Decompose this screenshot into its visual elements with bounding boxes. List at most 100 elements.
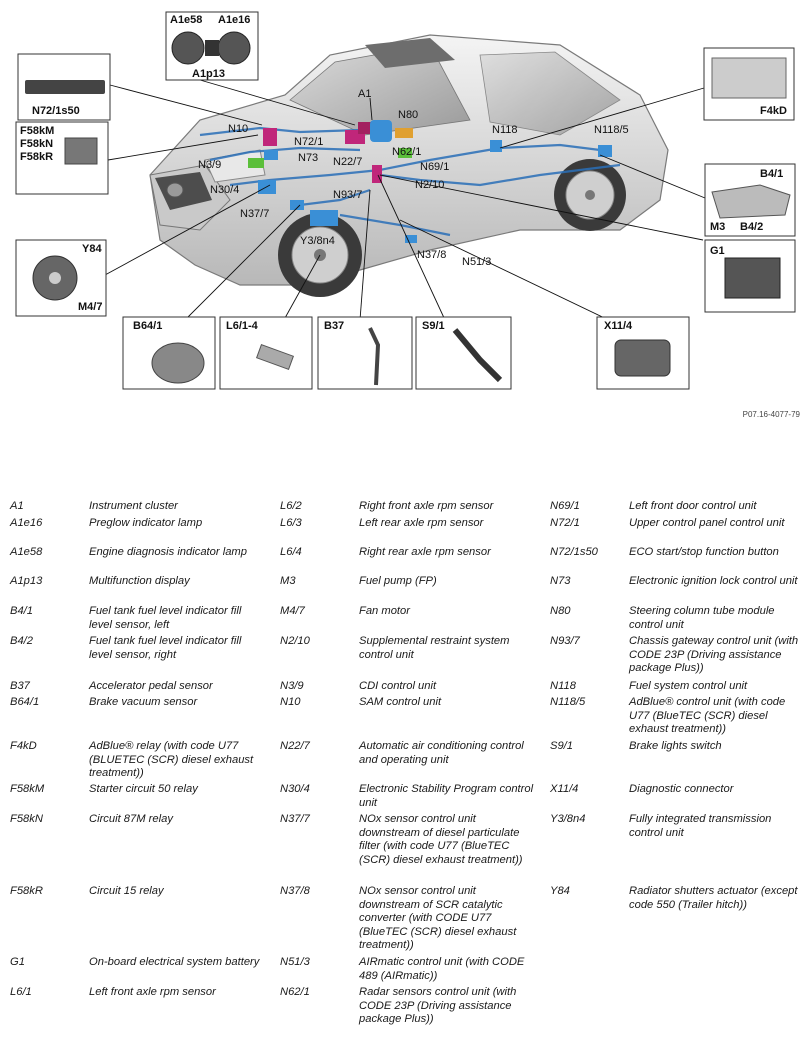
svg-text:F58kR: F58kR <box>20 151 53 163</box>
legend-description: Upper control panel control unit <box>629 517 785 529</box>
legend-code: N10 <box>280 696 301 708</box>
legend-code: B4/1 <box>10 605 34 617</box>
svg-text:A1e16: A1e16 <box>218 14 250 26</box>
legend-code: L6/3 <box>280 517 302 529</box>
legend-code: N30/4 <box>280 783 310 795</box>
svg-text:N93/7: N93/7 <box>333 189 362 201</box>
legend-description: Fully integrated transmission control un… <box>629 813 772 839</box>
svg-text:M3: M3 <box>710 221 725 233</box>
legend-code: B37 <box>10 680 30 692</box>
svg-text:N118/5: N118/5 <box>594 124 629 136</box>
legend-description: Fuel tank fuel level indicator fill leve… <box>89 635 242 661</box>
legend-description: Radar sensors control unit (with CODE 23… <box>359 986 517 1025</box>
svg-text:N51/3: N51/3 <box>462 256 491 268</box>
svg-text:F58kM: F58kM <box>20 125 54 137</box>
legend-code: A1p13 <box>10 575 43 587</box>
legend-description: Automatic air conditioning control and o… <box>359 740 524 766</box>
legend-code: X11/4 <box>550 783 579 795</box>
legend-code: N2/10 <box>280 635 310 647</box>
svg-text:N118: N118 <box>492 124 517 136</box>
inset-relays <box>15 121 109 195</box>
svg-text:N30/4: N30/4 <box>210 184 239 196</box>
legend-description: Fuel tank fuel level indicator fill leve… <box>89 605 242 631</box>
legend-code: N72/1 <box>550 517 580 529</box>
legend-code: N80 <box>550 605 571 617</box>
legend-code: S9/1 <box>550 740 574 752</box>
legend-code: N73 <box>550 575 571 587</box>
legend-code: N22/7 <box>280 740 310 752</box>
legend-description: NOx sensor control unit downstream of di… <box>359 813 523 866</box>
svg-text:B4/2: B4/2 <box>740 221 763 233</box>
svg-text:Y3/8n4: Y3/8n4 <box>300 235 335 247</box>
vehicle-illustration <box>149 34 669 297</box>
legend-code: N37/7 <box>280 813 310 825</box>
legend-description: AdBlue® control unit (with code U77 (Blu… <box>629 696 786 735</box>
legend-code: A1e58 <box>10 546 43 558</box>
svg-text:Y84: Y84 <box>82 243 102 255</box>
svg-text:B64/1: B64/1 <box>133 320 162 332</box>
svg-text:N73: N73 <box>298 152 318 164</box>
legend-code: Y84 <box>550 885 570 897</box>
legend-code: F58kN <box>10 813 43 825</box>
inset-axle-rpm-sensor <box>219 316 313 390</box>
legend-code: L6/2 <box>280 500 302 512</box>
legend-code: L6/1 <box>10 986 32 998</box>
legend-description: Left front axle rpm sensor <box>89 986 216 998</box>
legend-code: F58kM <box>10 783 45 795</box>
legend-description: Steering column tube module control unit <box>629 605 775 631</box>
svg-text:A1p13: A1p13 <box>192 68 225 80</box>
svg-text:X11/4: X11/4 <box>604 320 633 332</box>
inset-accelerator-pedal-sensor <box>317 316 413 390</box>
legend-description: Preglow indicator lamp <box>89 517 203 529</box>
legend-description: NOx sensor control unit downstream of SC… <box>359 885 517 951</box>
svg-text:N80: N80 <box>398 109 418 121</box>
legend-description: Circuit 15 relay <box>89 885 164 897</box>
inset-adblue-relay <box>703 47 795 121</box>
legend-description: Instrument cluster <box>89 500 178 512</box>
legend-description: Fuel system control unit <box>629 680 748 692</box>
svg-text:N62/1: N62/1 <box>392 146 421 158</box>
legend-code: G1 <box>10 956 25 968</box>
legend-code: B4/2 <box>10 635 34 647</box>
legend-description: AdBlue® relay (with code U77 (BLUETEC (S… <box>89 740 254 779</box>
legend-description: Right front axle rpm sensor <box>359 500 494 512</box>
figure-id: P07.16-4077-79 <box>742 410 800 419</box>
legend-description: Circuit 87M relay <box>89 813 173 825</box>
svg-text:N3/9: N3/9 <box>198 159 221 171</box>
legend-code: A1 <box>10 500 24 512</box>
legend-code: N69/1 <box>550 500 580 512</box>
legend-code: A1e16 <box>10 517 43 529</box>
inset-battery <box>704 239 796 313</box>
svg-text:N37/8: N37/8 <box>417 249 446 261</box>
legend-description: Chassis gateway control unit (with CODE … <box>629 635 799 674</box>
svg-text:G1: G1 <box>710 245 725 257</box>
legend-description: Multifunction display <box>89 575 190 587</box>
legend-description: Supplemental restraint system control un… <box>359 635 510 661</box>
legend-description: Electronic ignition lock control unit <box>629 575 798 587</box>
legend-description: Accelerator pedal sensor <box>89 680 213 692</box>
legend-description: Left rear axle rpm sensor <box>359 517 484 529</box>
legend-description: Fuel pump (FP) <box>359 575 437 587</box>
legend-description: CDI control unit <box>359 680 437 692</box>
inset-diagnostic-connector <box>596 316 690 390</box>
legend-code: N118 <box>550 680 576 692</box>
svg-text:N22/7: N22/7 <box>333 156 362 168</box>
leader-lines <box>104 79 706 346</box>
legend-code: N93/7 <box>550 635 580 647</box>
legend-code: N72/1s50 <box>550 546 598 558</box>
legend-description: Starter circuit 50 relay <box>89 783 198 795</box>
legend-description: Left front door control unit <box>629 500 757 512</box>
legend-description: ECO start/stop function button <box>629 546 779 558</box>
legend-description: Right rear axle rpm sensor <box>359 546 491 558</box>
legend-code: N37/8 <box>280 885 310 897</box>
legend-code: N51/3 <box>280 956 310 968</box>
svg-text:A1: A1 <box>358 88 371 100</box>
component-labels: A1e58 A1e16 A1p13 N72/1s50 F58kM F58kN F… <box>20 14 787 332</box>
inset-instrument-cluster <box>165 11 259 81</box>
svg-text:L6/1-4: L6/1-4 <box>226 320 259 332</box>
legend-description: Electronic Stability Program control uni… <box>359 783 534 809</box>
svg-text:N37/7: N37/7 <box>240 208 269 220</box>
svg-text:B37: B37 <box>324 320 344 332</box>
vehicle-component-diagram: A1e58 A1e16 A1p13 N72/1s50 F58kM F58kN F… <box>15 11 796 390</box>
legend-description: Brake vacuum sensor <box>89 696 198 708</box>
